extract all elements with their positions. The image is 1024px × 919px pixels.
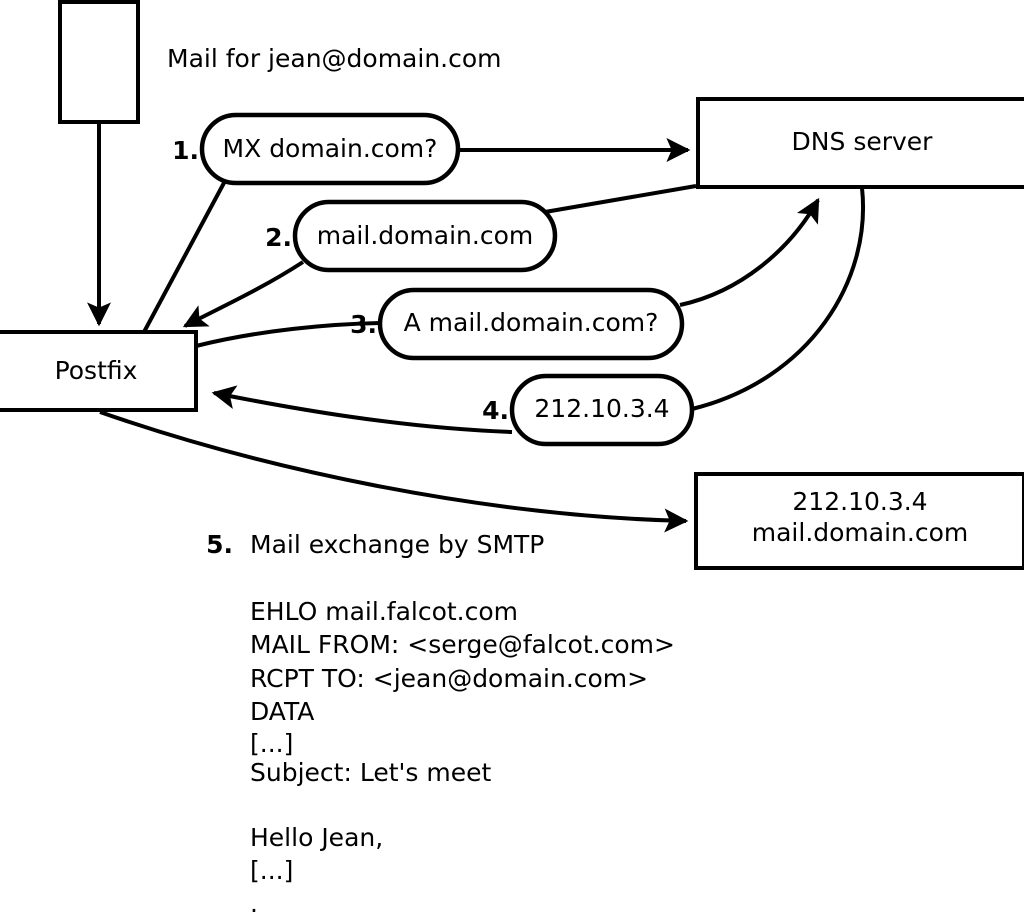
- node-destination-server[interactable]: [694, 472, 1024, 570]
- edge-postfix-to-destination: [99, 410, 689, 533]
- step-1-bubble[interactable]: [199, 112, 461, 186]
- edge-step4-to-postfix: [211, 385, 513, 434]
- smtp-line-9: .: [250, 889, 258, 918]
- step-4-bubble[interactable]: [509, 373, 695, 447]
- node-dns-server-label: DNS server: [792, 127, 934, 156]
- step-2-number: 2.: [265, 223, 292, 252]
- step-4-label: 212.10.3.4: [534, 394, 669, 423]
- edge-postfix-to-step3: [195, 321, 381, 348]
- step-4-number: 4.: [482, 396, 509, 425]
- step-1-number: 1.: [172, 136, 199, 165]
- step-2-bubble[interactable]: [292, 199, 558, 273]
- edge-step2-to-postfix: [182, 260, 305, 328]
- step-5-label: Mail exchange by SMTP: [250, 530, 544, 559]
- step-3-number: 3.: [350, 310, 377, 339]
- node-postfix-label: Postfix: [55, 356, 138, 385]
- smtp-line-0: EHLO mail.falcot.com: [250, 597, 518, 626]
- smtp-line-5: Subject: Let's meet: [250, 758, 491, 787]
- smtp-line-8: [...]: [250, 856, 293, 885]
- node-destination-server-ip: 212.10.3.4: [792, 487, 927, 516]
- edge-postfix-to-step1: [142, 180, 227, 333]
- step-3-bubble[interactable]: [377, 287, 685, 361]
- smtp-line-1: MAIL FROM: <serge@falcot.com>: [250, 630, 675, 659]
- smtp-line-7: Hello Jean,: [250, 823, 383, 852]
- node-dns-server[interactable]: [696, 97, 1024, 189]
- node-mail-client[interactable]: [58, 0, 140, 124]
- edge-dns-to-step2: [544, 184, 697, 214]
- smtp-line-3: DATA: [250, 697, 314, 726]
- edge-dns-to-step4: [691, 187, 865, 411]
- step-2-label: mail.domain.com: [317, 221, 533, 250]
- node-postfix[interactable]: [0, 330, 198, 412]
- step-1-label: MX domain.com?: [223, 134, 438, 163]
- smtp-line-2: RCPT TO: <jean@domain.com>: [250, 664, 648, 693]
- step-5-number: 5.: [206, 530, 233, 559]
- edge-step3-to-dns: [679, 197, 820, 307]
- mail-for-annotation: Mail for jean@domain.com: [167, 44, 502, 73]
- step-3-label: A mail.domain.com?: [404, 308, 659, 337]
- node-destination-server-host: mail.domain.com: [752, 518, 968, 547]
- smtp-line-4: [...]: [250, 729, 293, 758]
